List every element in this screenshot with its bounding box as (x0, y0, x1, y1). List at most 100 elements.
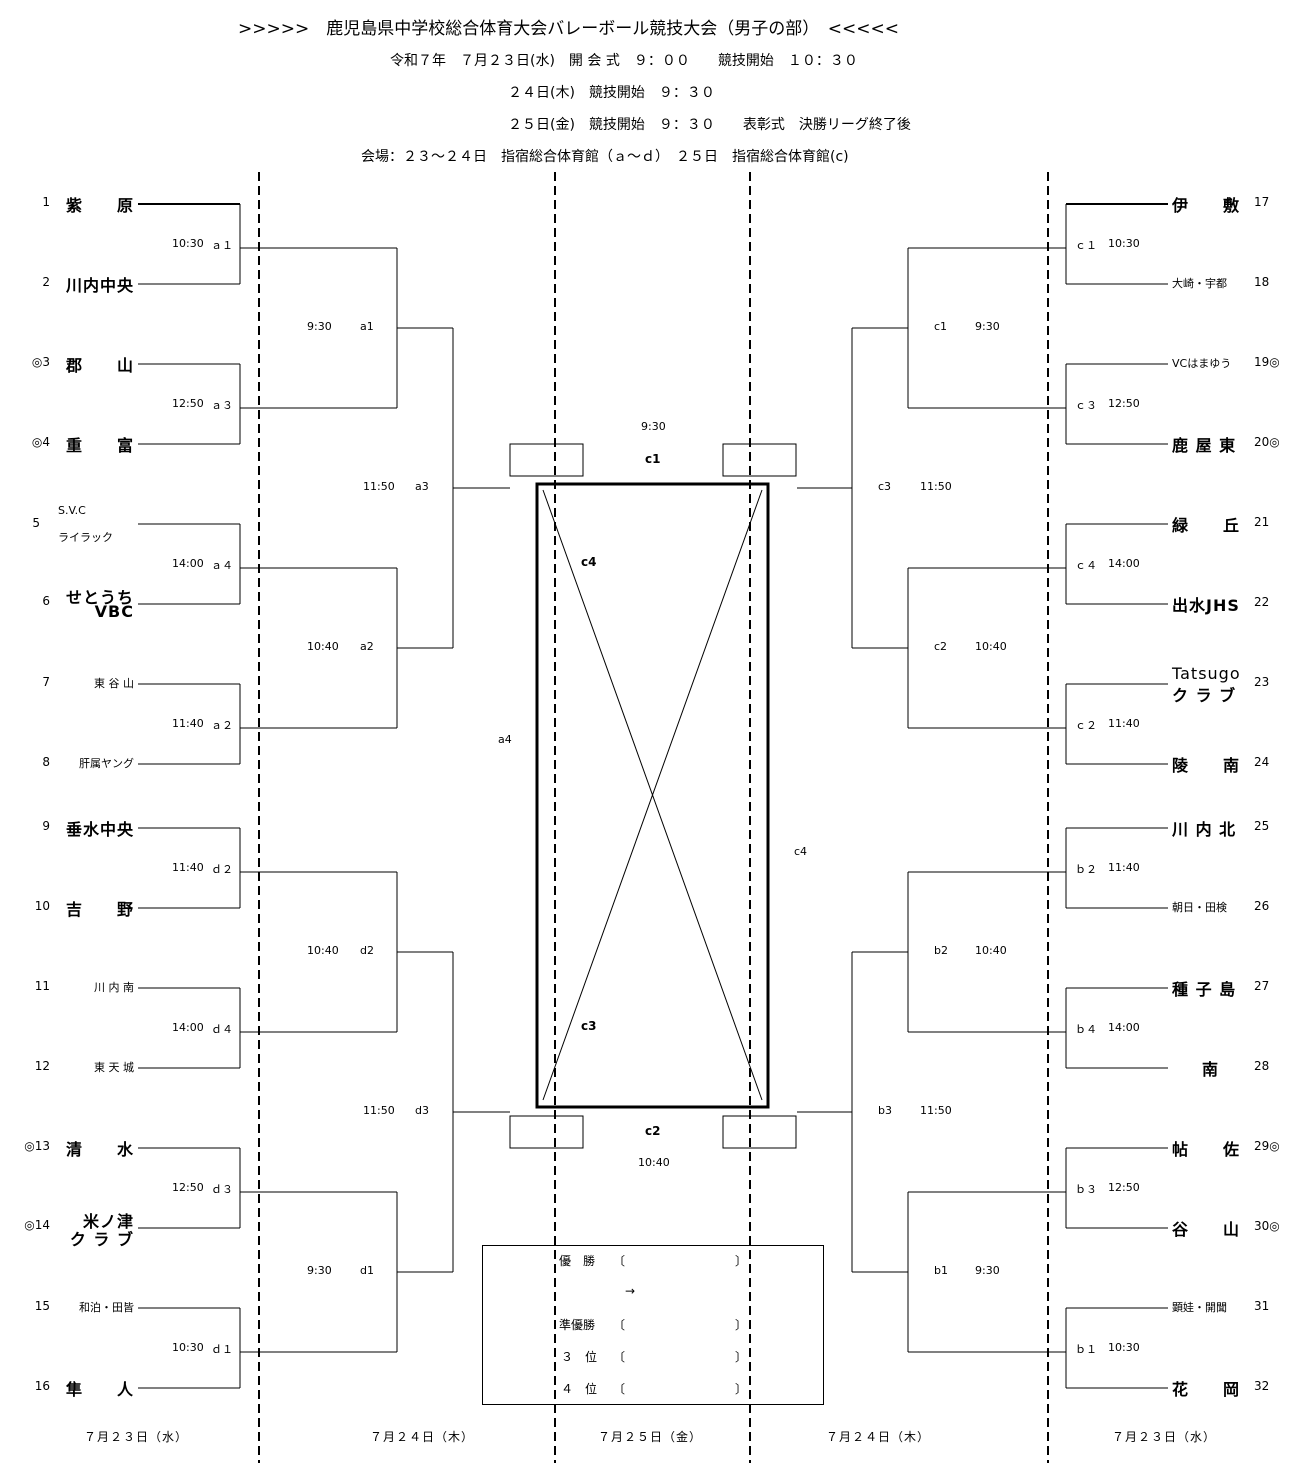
bracket-close: 〕 (735, 1382, 748, 1396)
team-seed-right: 31 (1254, 1299, 1270, 1313)
schedule-line-2: ２４日(木) 競技開始 ９：３０ (508, 85, 715, 101)
team-name-right: 朝日・田検 (1172, 901, 1227, 914)
match-time-r1-right: 14:00 (1108, 1021, 1140, 1034)
match-code-r1-right: ｃ３ (1075, 399, 1097, 412)
match-time-r2-right: 10:40 (975, 944, 1007, 957)
match-time-r2-left: 9:30 (307, 320, 332, 333)
team-seed-left: 2 (42, 275, 50, 289)
team-name-left: 和泊・田皆 (79, 1301, 134, 1314)
team-name-right: 陵 南 (1172, 756, 1241, 775)
match-code-r1-left: ａ２ (211, 719, 233, 732)
final-slot-top-left (509, 443, 584, 477)
venue-line: 会場：２３～２４日 指宿総合体育館（ａ～ｄ） ２５日 指宿総合体育館(c) (361, 149, 849, 165)
team-name-left: 紫 原 (65, 196, 134, 215)
team-name-right: 帖 佐 (1172, 1140, 1241, 1159)
team-name-right: 伊 敷 (1172, 196, 1241, 215)
match-code-r1-right: ｃ４ (1075, 559, 1097, 572)
day-label-left-1: ７月２３日（水） (84, 1430, 189, 1444)
match-code-r2-left: d2 (360, 944, 374, 957)
bracket-close: 〕 (735, 1350, 748, 1364)
final-bottom-time: 10:40 (638, 1156, 670, 1169)
team-name-left: せとうち (65, 588, 134, 607)
match-time-r1-left: 10:30 (172, 237, 204, 250)
match-time-r2-left: 10:40 (307, 944, 339, 957)
match-code-r1-left: ａ３ (211, 399, 233, 412)
match-time-r3-left: 11:50 (363, 1104, 395, 1117)
final-left-label: a4 (498, 733, 512, 746)
team-name-left: 垂水中央 (65, 820, 134, 839)
team-name-left: 川内中央 (65, 276, 134, 295)
team-seed-left: 7 (42, 675, 50, 689)
match-code-r1-left: ｄ２ (211, 863, 233, 876)
match-time-r1-left: 12:50 (172, 397, 204, 410)
final-slot-bottom-left (509, 1115, 584, 1149)
schedule-line-3: ２５日(金) 競技開始 ９：３０ 表彰式 決勝リーグ終了後 (508, 117, 911, 133)
team-name-right: 谷 山 (1172, 1220, 1241, 1239)
match-code-r1-left: ｄ１ (211, 1343, 233, 1356)
team-seed-left: 12 (34, 1059, 50, 1073)
day-label-right-2: ７月２４日（木） (826, 1430, 931, 1444)
team-name-top-left: S.V.C (58, 504, 86, 517)
team-name-line2-left: ク ラ ブ (69, 1230, 134, 1249)
team-seed-left: 5 (32, 516, 40, 530)
match-time-r2-left: 10:40 (307, 640, 339, 653)
team-seed-left: 8 (42, 755, 50, 769)
match-code-r1-right: ｂ２ (1075, 863, 1097, 876)
team-seed-left: 6 (42, 594, 50, 608)
final-diagonal-2 (542, 489, 763, 1101)
team-seed-right: 26 (1254, 899, 1270, 913)
match-code-r2-right: c2 (934, 640, 948, 653)
team-seed-left: ◎4 (31, 435, 50, 449)
team-seed-right: 32 (1254, 1379, 1270, 1393)
match-time-r2-left: 9:30 (307, 1264, 332, 1277)
match-time-r2-right: 9:30 (975, 320, 1000, 333)
match-code-r2-right: c1 (934, 320, 948, 333)
team-seed-right: 17 (1254, 195, 1270, 209)
day-label-right-1: ７月２３日（水） (1112, 1430, 1217, 1444)
match-code-r2-left: a1 (360, 320, 374, 333)
team-seed-right: 20◎ (1254, 435, 1280, 449)
result-runner-up-label: 準優勝 (559, 1318, 596, 1332)
final-inner-bottom: c3 (581, 1019, 597, 1033)
team-name-left: 東 天 城 (94, 1061, 134, 1074)
team-name-left: ライラック (58, 531, 113, 544)
team-seed-left: ◎13 (24, 1139, 50, 1153)
day-label-center: ７月２５日（金） (598, 1430, 703, 1444)
team-name-right: ク ラ ブ (1172, 686, 1237, 705)
match-time-r1-right: 11:40 (1108, 717, 1140, 730)
team-seed-right: 29◎ (1254, 1139, 1280, 1153)
team-name-left: 隼 人 (65, 1380, 134, 1399)
match-time-r1-right: 10:30 (1108, 237, 1140, 250)
match-time-r1-right: 10:30 (1108, 1341, 1140, 1354)
match-time-r1-right: 11:40 (1108, 861, 1140, 874)
final-league-frame (535, 482, 770, 1109)
team-name-right: 種 子 島 (1172, 980, 1237, 999)
bracket-open: 〔 (613, 1318, 626, 1332)
final-top-time: 9:30 (641, 420, 666, 433)
team-name-left: 東 谷 山 (94, 677, 134, 690)
team-name-right: 川 内 北 (1172, 820, 1237, 839)
day-label-left-2: ７月２４日（木） (370, 1430, 475, 1444)
match-time-r1-left: 14:00 (172, 1021, 204, 1034)
match-code-r3-left: d3 (415, 1104, 429, 1117)
page-title: >>>>> 鹿児島県中学校総合体育大会バレーボール競技大会（男子の部） <<<<… (238, 19, 899, 39)
bracket-open: 〔 (613, 1382, 626, 1396)
team-seed-left: 10 (34, 899, 50, 913)
match-code-r1-right: ｂ３ (1075, 1183, 1097, 1196)
match-code-r2-right: b1 (934, 1264, 948, 1277)
team-name-left: 肝属ヤング (79, 757, 134, 770)
match-time-r2-right: 10:40 (975, 640, 1007, 653)
bracket-open: 〔 (613, 1254, 626, 1268)
team-name-right: 鹿 屋 東 (1172, 436, 1237, 455)
team-seed-right: 21 (1254, 515, 1270, 529)
team-name-right: 緑 丘 (1172, 516, 1241, 535)
final-bottom-code: c2 (645, 1124, 661, 1138)
team-seed-left: 11 (34, 979, 50, 993)
team-name-line2-left: VBC (94, 602, 134, 621)
result-winner-label: 優 勝 (559, 1254, 596, 1268)
final-slot-top-right (722, 443, 797, 477)
team-name-right: 大崎・宇都 (1172, 277, 1227, 290)
team-seed-left: 15 (34, 1299, 50, 1313)
final-slot-bottom-right (722, 1115, 797, 1149)
